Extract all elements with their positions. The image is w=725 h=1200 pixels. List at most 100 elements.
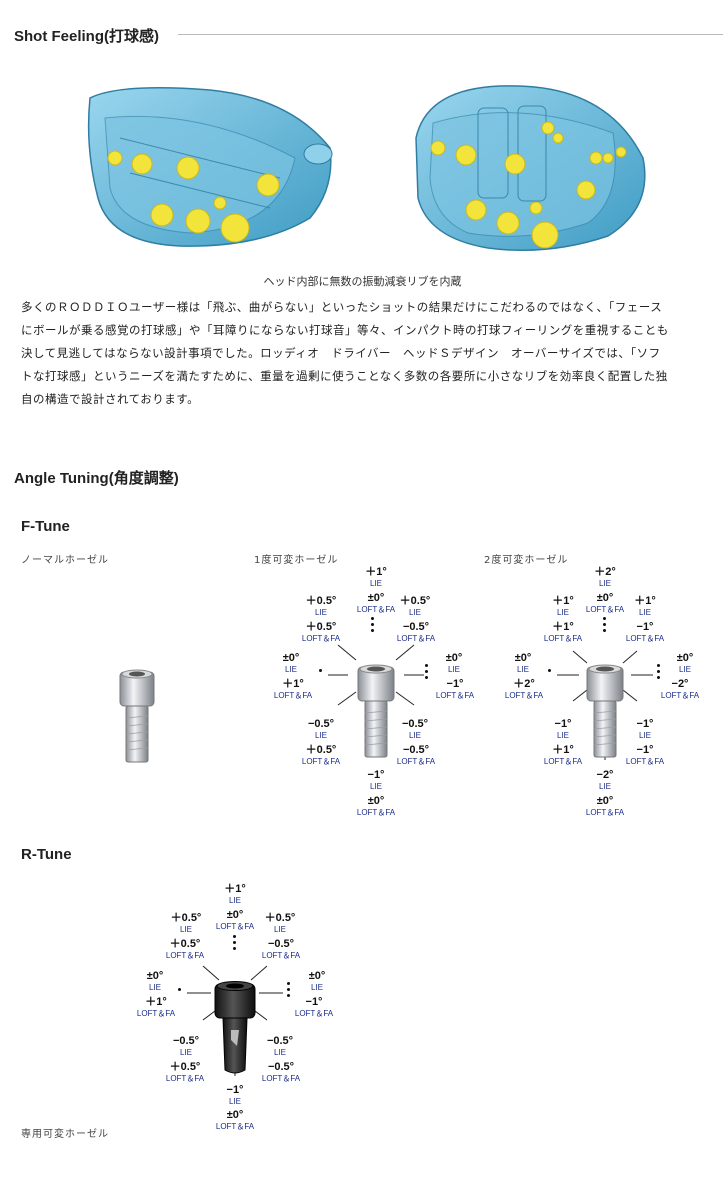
adj-bottom-loft: ±0°LOFT＆FA [575,796,635,818]
adjust-kind: LIE [179,925,192,934]
adj-right-loft: −2°LOFT＆FA [655,679,705,701]
adjust-kind: LOFT＆FA [261,1074,301,1083]
adjust-kind: LOFT＆FA [543,757,583,766]
adjust-kind: LIE [369,782,382,791]
head-caption: ヘッド内部に無数の振動減衰リブを内蔵 [263,275,462,288]
adjust-kind: LIE [408,731,421,740]
indicator-dots [425,664,429,682]
adjust-value: −1° [554,718,572,730]
adjust-value: ＋0.5° [305,595,337,607]
adj-upper-right-lie: ＋1°LIE [625,596,665,618]
normal-hosel-sleeve [119,669,155,763]
title-rule [178,34,723,35]
head-image-left [87,87,333,247]
adjust-value: −0.5° [267,938,295,950]
indicator-dots [178,988,182,994]
adjust-kind: LOFT＆FA [165,1074,205,1083]
adjust-kind: LIE [408,608,421,617]
rtune-diagram: ＋1°LIE ±0°LOFT＆FA ＋0.5°LIE ＋0.5°LIE ＋0.5… [135,880,335,1140]
adj-upper-left-loft: ＋0.5°LOFT＆FA [291,622,351,644]
adjust-value: ＋0.5° [399,595,431,607]
adjust-value: ＋1° [282,678,304,690]
adj-right-lie: ±0°LIE [297,971,337,993]
normal-hosel-label: ノーマルホーゼル [21,555,109,566]
adjust-value: ±0° [596,592,614,604]
adjust-value: ±0° [367,592,385,604]
adjust-kind: LIE [678,665,691,674]
adjust-value: ＋0.5° [169,1061,201,1073]
shot-paragraph: 多くのＲＯＤＤＩＯユーザー様は「飛ぶ、曲がらない」といったショットの結果だけにこ… [21,296,721,411]
adjust-value: ±0° [367,795,385,807]
paragraph-line: 多くのＲＯＤＤＩＯユーザー様は「飛ぶ、曲がらない」といったショットの結果だけにこ… [21,300,663,314]
adjust-kind: LIE [228,896,241,905]
adj-bottom-lie: −2°LIE [585,770,625,792]
adjust-kind: LOFT＆FA [585,605,625,614]
adjust-kind: LOFT＆FA [136,1009,176,1018]
adjust-value: −0.5° [402,621,430,633]
adjust-kind: LIE [273,1048,286,1057]
adjust-value: ±0° [514,652,532,664]
adj-upper-left-lie: ＋0.5°LIE [161,913,211,935]
adj-left-loft: ＋2°LOFT＆FA [495,679,553,701]
adjust-value: ±0° [676,652,694,664]
adj-bottom-lie: −1°LIE [356,770,396,792]
one-degree-hosel-label: 1度可変ホーゼル [254,555,339,566]
adj-upper-right-lie: ＋0.5°LIE [390,596,440,618]
adjust-kind: LIE [598,782,611,791]
indicator-dots [287,982,291,1000]
adjust-kind: LOFT＆FA [356,808,396,817]
adjust-kind: LIE [638,731,651,740]
adjust-kind: LIE [556,608,569,617]
adjust-value: ＋1° [552,621,574,633]
adjust-value: −0.5° [172,1035,200,1047]
adj-lower-left-lie: −0.5°LIE [161,1036,211,1058]
adjust-kind: LIE [556,731,569,740]
adjust-value: −1° [226,1084,244,1096]
adjust-value: ＋2° [594,566,616,578]
adj-lower-left-loft: ＋1°LOFT＆FA [533,745,593,767]
adj-lower-right-lie: −1°LIE [625,719,665,741]
adjust-kind: LIE [314,731,327,740]
adjust-kind: LIE [148,983,161,992]
adj-upper-right-loft: −0.5°LOFT＆FA [251,939,311,961]
adjust-kind: LOFT＆FA [625,634,665,643]
adjust-value: ＋0.5° [170,912,202,924]
adj-upper-left-loft: ＋1°LOFT＆FA [533,622,593,644]
adjust-value: −0.5° [267,1061,295,1073]
two-degree-diagram-lines [557,650,653,760]
adj-right-lie: ±0°LIE [434,653,474,675]
adjust-kind: LIE [314,608,327,617]
adjust-value: −0.5° [266,1035,294,1047]
adj-upper-right-loft: −0.5°LOFT＆FA [386,622,446,644]
adj-upper-left-lie: ＋1°LIE [543,596,583,618]
adjust-kind: LOFT＆FA [660,691,700,700]
adjust-value: ＋1° [552,595,574,607]
indicator-dots [657,664,661,682]
adj-top-lie: ＋1°LIE [215,884,255,906]
section-title-angle-tuning: Angle Tuning(角度調整) [14,470,179,487]
two-degree-diagram: ＋2°LIE ±0°LOFT＆FA ＋1°LIE ＋1°LIE ＋1°LOFT＆… [505,565,705,825]
adjust-kind: LIE [516,665,529,674]
adjust-kind: LOFT＆FA [396,634,436,643]
adjust-value: −1° [636,744,654,756]
adj-top-lie: ＋1°LIE [356,567,396,589]
adj-lower-left-loft: ＋0.5°LOFT＆FA [155,1062,215,1084]
adjust-value: ＋1° [145,996,167,1008]
adjust-value: −1° [636,621,654,633]
adj-left-loft: ＋1°LOFT＆FA [264,679,322,701]
adjust-kind: LOFT＆FA [261,951,301,960]
adjust-kind: LOFT＆FA [356,605,396,614]
adjust-value: −2° [596,769,614,781]
paragraph-line: にボールが乗る感覚の打球感」や「耳障りにならない打球音」等々、インパクト時の打球… [21,323,669,337]
adjust-value: ＋0.5° [264,912,296,924]
indicator-dots [603,617,607,635]
adj-left-lie: ±0°LIE [271,653,311,675]
adj-bottom-loft: ±0°LOFT＆FA [205,1110,265,1132]
adjust-value: −2° [671,678,689,690]
adj-right-loft: −1°LOFT＆FA [285,997,343,1019]
paragraph-line: トな打球感」というニーズを満たすために、重量を過剰に使うことなく多数の各要所に小… [21,369,668,383]
indicator-dots [548,669,552,675]
adjust-value: ＋1° [365,566,387,578]
adjust-kind: LOFT＆FA [543,634,583,643]
adj-upper-left-loft: ＋0.5°LOFT＆FA [155,939,215,961]
